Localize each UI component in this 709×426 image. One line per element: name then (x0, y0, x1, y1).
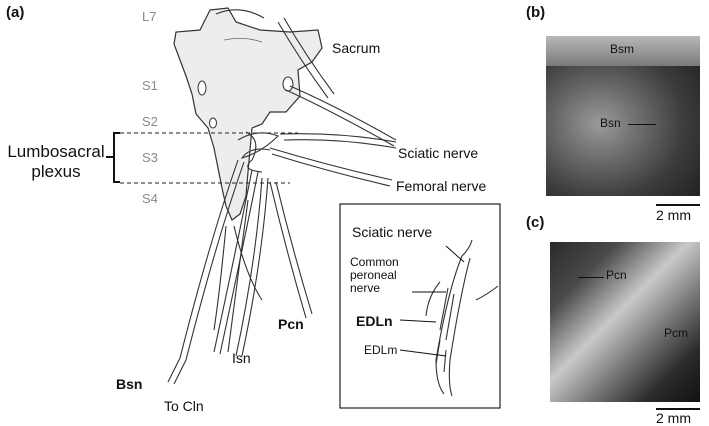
inset-label-common-line2: peroneal (350, 268, 397, 282)
label-sacrum: Sacrum (332, 40, 381, 56)
vertebra-s2: S2 (142, 114, 158, 129)
label-pcn: Pcn (278, 316, 304, 332)
inset-label-common-line1: Common (350, 255, 399, 269)
scale-bar-b (656, 204, 700, 206)
inset-frame (339, 203, 501, 409)
photo-b: Bsm Bsn (546, 36, 700, 196)
label-isn: Isn (232, 350, 251, 366)
inset-label-edln: EDLn (356, 313, 393, 329)
label-lumbosacral-line2: plexus (31, 162, 81, 181)
photo-c-label-pcm: Pcm (664, 326, 688, 340)
vertebra-s1: S1 (142, 78, 158, 93)
label-lumbosacral: Lumbosacral plexus (4, 142, 108, 182)
panel-a-letter: (a) (6, 4, 25, 21)
photo-c-label-pcn: Pcn (606, 268, 627, 282)
label-sciatic-nerve: Sciatic nerve (398, 145, 479, 161)
photo-b-bsn-pointer (628, 124, 656, 125)
photo-b-label-bsn: Bsn (600, 116, 621, 130)
vertebra-s3: S3 (142, 150, 158, 165)
photo-c-pcn-pointer (578, 277, 604, 278)
inset-label-common-line3: nerve (350, 281, 381, 295)
label-femoral-nerve: Femoral nerve (396, 178, 487, 194)
label-bsn: Bsn (116, 376, 143, 392)
label-to-cln: To Cln (164, 398, 204, 414)
sacrum-bone-shape (173, 7, 323, 221)
vertebra-s4: S4 (142, 191, 158, 206)
inset-label-edlm: EDLm (364, 343, 398, 357)
label-lumbosacral-line1: Lumbosacral (7, 142, 105, 161)
photo-b-band (546, 36, 700, 66)
inset-label-common-peroneal: Common peroneal nerve (350, 256, 399, 295)
scale-label-c: 2 mm (656, 410, 691, 426)
photo-b-label-bsm: Bsm (610, 42, 634, 56)
vertebra-l7: L7 (142, 9, 157, 24)
photo-c: Pcn Pcm (550, 242, 700, 402)
panel-c-letter: (c) (526, 214, 545, 231)
scale-bar-c (656, 408, 700, 410)
inset-label-sciatic-nerve: Sciatic nerve (352, 224, 433, 240)
panel-b-letter: (b) (526, 4, 546, 21)
scale-label-b: 2 mm (656, 207, 691, 223)
